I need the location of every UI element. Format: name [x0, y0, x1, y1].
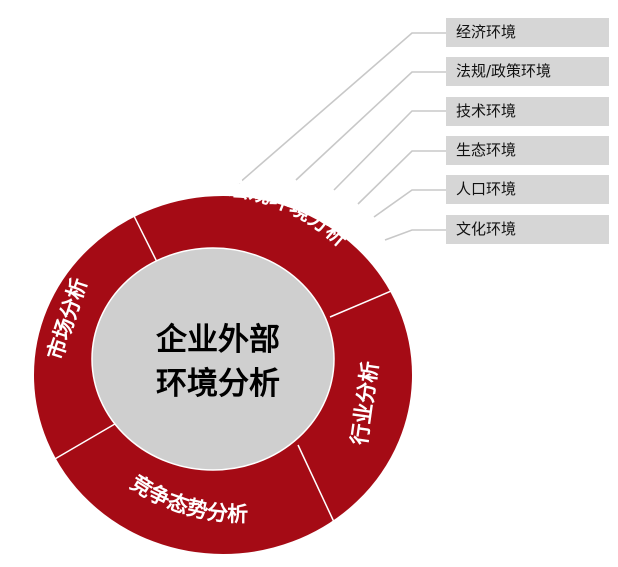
divider-line [329, 282, 411, 318]
connector-line [295, 71, 446, 181]
divider-line [117, 183, 158, 263]
connector-lines [237, 32, 446, 241]
factor-box-technology: 技术环境 [446, 97, 609, 126]
factor-box-ecology: 生态环境 [446, 136, 609, 165]
center-circle [91, 247, 335, 471]
factor-box-population: 人口环境 [446, 175, 609, 204]
divider-line [297, 444, 335, 523]
center-title-line1: 企业外部 [156, 322, 280, 358]
connector-line [384, 229, 446, 241]
factor-box-policy: 法规/政策环境 [446, 57, 609, 86]
divider-line [47, 420, 121, 464]
factor-box-economy: 经济环境 [446, 18, 609, 47]
connector-line [237, 32, 446, 185]
center-title-line2: 环境分析 [156, 366, 280, 402]
segment-dividers [47, 183, 411, 523]
connector-line [357, 150, 446, 205]
connector-line [333, 110, 446, 191]
connector-line [373, 189, 446, 218]
factor-box-culture: 文化环境 [446, 215, 609, 244]
